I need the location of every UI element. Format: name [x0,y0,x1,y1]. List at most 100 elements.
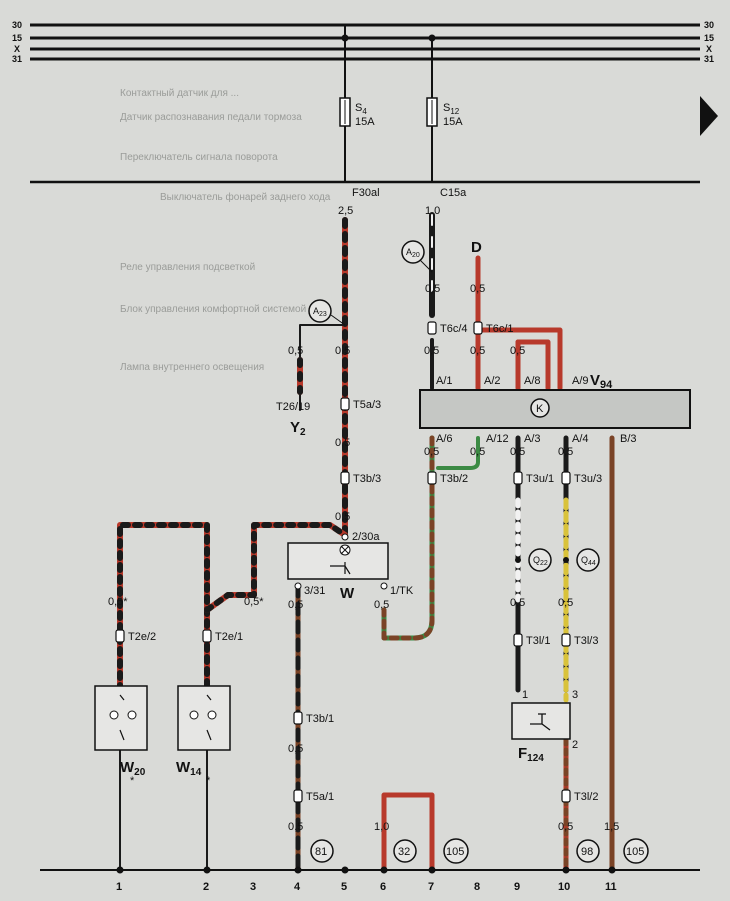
junction-dot [203,866,211,874]
leader-line [419,259,433,273]
wire-size-label: 0,5 [288,821,303,833]
module-pin: A/3 [524,433,541,445]
wire-size-label: 0,5* [244,596,264,608]
component-label: W [340,585,355,602]
bleed-line: Лампа внутреннего освещения [120,362,264,373]
wire-red [117,522,210,693]
plug-symbol [340,471,350,485]
plug-symbol [513,471,523,485]
plug-symbol [115,629,125,643]
connector-a20: A20 [401,240,433,273]
switch-icon [330,562,351,575]
plug-label: T6c/1 [486,323,514,335]
junction-dot [608,866,616,874]
wire-size-label: 0,5 [335,511,350,523]
module-pin: A/6 [436,433,453,445]
wire-size-label: 0,5 [288,599,303,611]
component-body [287,542,389,580]
plug-symbol [427,321,437,335]
fuse-name: S4 [355,102,367,116]
wire-size-label: 0,5 [558,597,573,609]
fuse-rating: 15A [443,116,463,128]
component-body [177,685,231,751]
module-pin: A/12 [486,433,509,445]
junction-dot [562,866,570,874]
fuse-rating: 15A [355,116,375,128]
plug-label: T3u/1 [526,473,554,485]
reference-circle [443,838,469,864]
fuse-terminal-label: C15a [440,187,467,199]
wire-size-label: 0,5 [558,821,573,833]
bus-labels-right: 30 15 X 31 [704,20,714,64]
junction-dot [515,557,521,563]
module-pin: A/9 [572,375,589,387]
plug-markers [115,321,571,803]
leader-line [330,314,346,326]
lamp-icon [109,710,119,720]
wire-size-label: 0,5 [374,599,389,611]
junction-dot [563,557,569,563]
plug-labels: T6c/4 T6c/1 T5a/3 T3b/3 T3b/2 T3u/1 T3u/… [128,323,602,803]
component-label: W14 [176,759,202,778]
junction-dot [116,866,124,874]
connector-q44: Q44 [563,548,600,572]
fuse-name: S12 [443,102,460,116]
wire-size-label: 2,5 [338,205,353,217]
column-number: 9 [514,881,520,893]
bus-label: 31 [12,54,22,64]
plug-symbol [561,471,571,485]
connector-label: K [536,403,544,415]
label-d: D [471,239,482,256]
plug-symbol [513,633,523,647]
wire-red [515,339,551,391]
plug-label: T3u/3 [574,473,602,485]
connector-q22: Q22 [515,548,552,572]
lamp-icon [340,545,350,555]
wire-size-labels: 0,5 0,5 0,5 0,5 0,5 0,5 0,5 0,5 0,5 0,5 … [108,283,619,833]
plug-symbol [293,711,303,725]
switch-icon [206,694,212,741]
bus-label: 31 [704,54,714,64]
column-number: 8 [474,881,480,893]
component-w14: W14 * [176,685,231,787]
bleed-line: Контактный датчик для ... [120,88,239,99]
reference-label: 32 [398,846,410,858]
junction-dot [428,34,436,42]
lamp-icon [207,710,217,720]
wire-stripe [117,522,210,693]
bus-labels-left: 30 15 X 31 [12,20,22,64]
wire-stripe [204,522,348,613]
reference-label: 81 [315,846,327,858]
wire-size-label: 0,5 [470,345,485,357]
plug-label: T6c/4 [440,323,468,335]
wire-size-label: 0,5 [510,345,525,357]
plug-label: T5a/1 [306,791,334,803]
wire-size-label: 0,5 [288,743,303,755]
lamp-icon [127,710,137,720]
plug-label: T3l/1 [526,635,550,647]
column-number: 3 [250,881,256,893]
fuse-terminal-label: F30al [352,187,380,199]
plug-label: T3b/3 [353,473,381,485]
wire-size-label: 0,5* [108,596,128,608]
column-number: 7 [428,881,434,893]
module-name: V94 [590,372,613,391]
bus-label: 30 [704,20,714,30]
wire-size-label: 1,5 [604,821,619,833]
wire-size-label: 0,5 [335,437,350,449]
module-pin: A/2 [484,375,501,387]
plug-label: T5a/3 [353,399,381,411]
terminal-label: 1 [522,689,528,701]
connector-circle [401,240,425,264]
wire-green [381,435,435,641]
reference-label: 105 [446,846,464,858]
reference-label: 105 [626,846,644,858]
junction-dot [380,866,388,874]
component-w20: W20 * [94,685,148,787]
bus-bars [30,23,700,184]
plug-label: T3l/3 [574,635,598,647]
wire-size-label: 0,5 [470,283,485,295]
bleed-line: Выключатель фонарей заднего хода [160,191,331,203]
wire-size-label: 0,5 [424,446,439,458]
